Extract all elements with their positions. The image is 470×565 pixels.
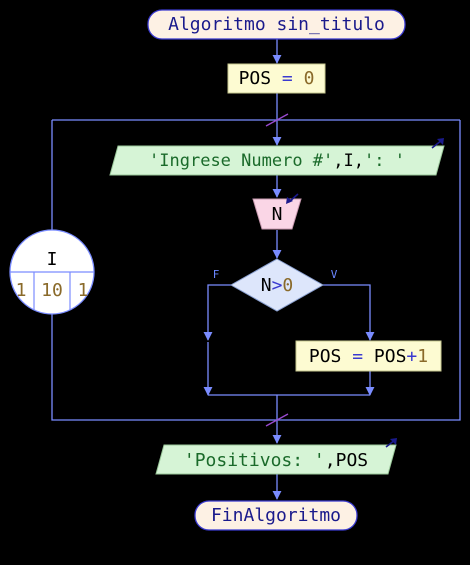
loop-var-label: I bbox=[47, 249, 58, 270]
connectors bbox=[51, 38, 461, 500]
write-result-label: 'Positivos: ',POS bbox=[184, 450, 368, 471]
assign-init-label: POS = 0 bbox=[239, 68, 315, 89]
read-label: N bbox=[272, 204, 283, 225]
decision-node[interactable]: N>0 bbox=[229, 258, 325, 312]
assign-inc-label: POS = POS+1 bbox=[309, 346, 428, 367]
start-node[interactable]: Algoritmo sin_titulo bbox=[147, 9, 406, 40]
decision-label: N>0 bbox=[261, 275, 294, 296]
assign-init-node[interactable]: POS = 0 bbox=[227, 63, 326, 94]
loop-tick-bottom bbox=[265, 413, 289, 427]
output-arrow-icon bbox=[385, 438, 397, 448]
loop-tick-top bbox=[265, 113, 289, 127]
connector-false-branch bbox=[203, 284, 231, 341]
write-prompt-label: 'Ingrese Numero #',I,': ' bbox=[149, 151, 405, 171]
input-arrow-icon bbox=[286, 193, 299, 204]
loop-step-label: 1 bbox=[78, 280, 89, 301]
loop-from-label: 1 bbox=[16, 280, 27, 301]
loop-to-label: 10 bbox=[41, 280, 63, 301]
start-node-label: Algoritmo sin_titulo bbox=[168, 14, 385, 35]
write-prompt-node[interactable]: 'Ingrese Numero #',I,': ' bbox=[109, 138, 445, 176]
decision-true-label: V bbox=[331, 268, 338, 281]
loop-node[interactable]: I 1 10 1 bbox=[9, 229, 95, 315]
end-node[interactable]: FinAlgoritmo bbox=[194, 500, 358, 531]
assign-inc-node[interactable]: POS = POS+1 bbox=[295, 340, 442, 372]
connector-true-branch bbox=[323, 284, 375, 341]
end-node-label: FinAlgoritmo bbox=[211, 505, 341, 526]
decision-false-label: F bbox=[213, 268, 220, 281]
read-node[interactable]: N bbox=[252, 193, 302, 230]
write-result-node[interactable]: 'Positivos: ',POS bbox=[155, 438, 397, 475]
output-arrow-icon bbox=[431, 138, 444, 149]
